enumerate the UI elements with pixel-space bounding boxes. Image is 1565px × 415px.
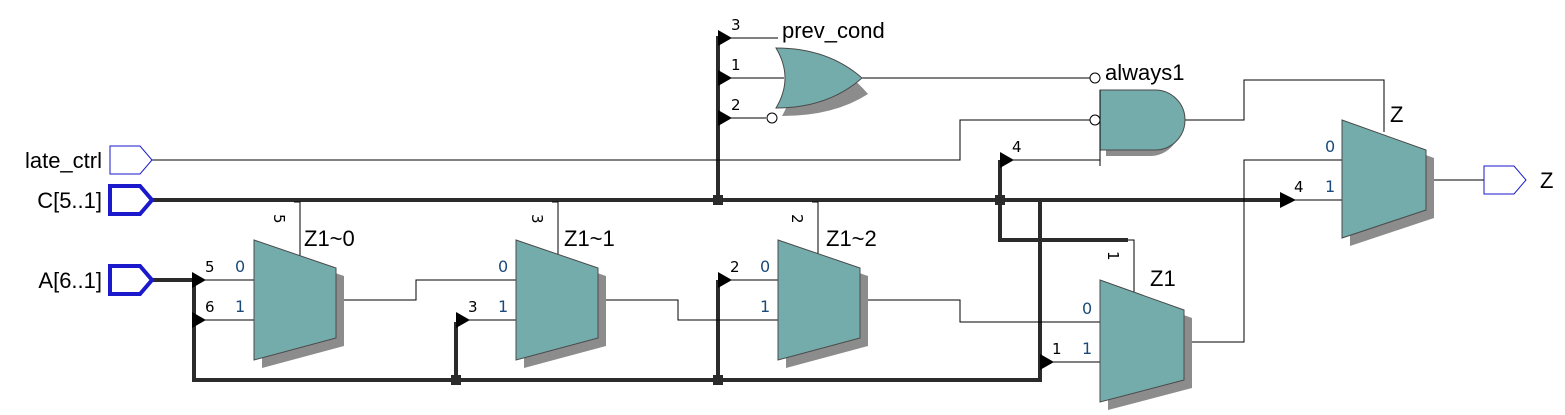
gate-label: always1 xyxy=(1105,60,1184,85)
mux-z1-1[interactable]: 0 1 Z1~1 xyxy=(498,226,615,368)
bit-label: 5 xyxy=(205,258,215,276)
port-z-out[interactable]: Z xyxy=(1483,165,1553,195)
mux-input-label: 0 xyxy=(1082,299,1092,318)
bit-label: 1 xyxy=(731,56,741,74)
gate-prev-cond[interactable]: prev_cond xyxy=(766,18,885,124)
mux-icon xyxy=(777,239,861,361)
invert-bubble-icon xyxy=(766,112,778,124)
tap-arrow xyxy=(718,272,732,288)
mux-icon xyxy=(1341,119,1427,239)
mux-icon xyxy=(515,239,599,361)
gate-label: prev_cond xyxy=(782,18,885,43)
bit-label: 1 xyxy=(1104,251,1122,261)
tap-arrow xyxy=(192,272,206,288)
output-port-icon xyxy=(1483,165,1527,195)
bit-label: 2 xyxy=(788,214,806,224)
wire-always1-out xyxy=(1185,79,1385,132)
port-label: late_ctrl xyxy=(25,148,102,173)
junction-dot xyxy=(713,195,723,205)
sel-z1-2 xyxy=(812,201,819,258)
input-bus-port-icon xyxy=(108,264,155,296)
gate-label: Z1~0 xyxy=(304,226,355,251)
tap-arrow xyxy=(718,70,732,86)
mux-input-label: 0 xyxy=(235,257,245,276)
mux-z1[interactable]: 0 1 Z1 xyxy=(1082,266,1192,410)
tap-arrow xyxy=(192,312,206,328)
invert-bubble-icon xyxy=(1089,72,1101,84)
mux-icon xyxy=(253,239,337,361)
bit-label: 3 xyxy=(528,214,546,224)
port-label: Z xyxy=(1540,168,1553,193)
mux-icon xyxy=(1099,279,1185,403)
invert-bubble-icon xyxy=(1089,114,1101,126)
bus-wires xyxy=(150,36,1285,382)
tap-arrow xyxy=(1000,152,1014,168)
bit-label: 4 xyxy=(1294,178,1304,196)
sel-z1-1 xyxy=(552,201,559,258)
bit-label: 1 xyxy=(1052,340,1062,358)
port-label: C[5..1] xyxy=(37,188,102,213)
bit-label: 6 xyxy=(205,298,215,316)
input-bus-port-icon xyxy=(108,184,155,216)
tap-arrow xyxy=(718,30,732,46)
mux-input-label: 1 xyxy=(1325,177,1335,196)
gate-label: Z1~1 xyxy=(564,226,615,251)
wire-z1-2-out xyxy=(860,299,1100,323)
tap-arrow xyxy=(1040,354,1054,370)
mux-z1-2[interactable]: 0 1 Z1~2 xyxy=(760,226,877,368)
mux-input-label: 1 xyxy=(1082,339,1092,358)
junction-dot xyxy=(713,375,723,385)
mux-z[interactable]: 0 1 Z xyxy=(1325,102,1434,246)
port-a-bus[interactable]: A[6..1] xyxy=(38,264,155,296)
c-bus-to-z1sel xyxy=(998,200,1128,242)
tap-arrow xyxy=(718,110,732,126)
junction-dot xyxy=(995,195,1005,205)
sel-z1 xyxy=(1128,239,1135,298)
wire-z1-out xyxy=(1184,159,1342,343)
bit-labels: 3 1 2 4 4 5 6 3 2 1 5 3 2 1 xyxy=(205,16,1304,358)
tap-arrow xyxy=(456,312,470,328)
port-label: A[6..1] xyxy=(38,268,102,293)
gate-label: Z xyxy=(1390,102,1403,127)
bit-label: 3 xyxy=(468,298,478,316)
a-bus-loop xyxy=(192,200,1042,382)
mux-input-label: 0 xyxy=(1325,137,1335,156)
junction-dots xyxy=(451,195,1005,385)
mux-input-label: 0 xyxy=(760,257,770,276)
junction-dot xyxy=(451,375,461,385)
wire-late-ctrl xyxy=(152,119,1090,161)
input-port-icon xyxy=(109,145,153,175)
bit-label: 2 xyxy=(730,258,740,276)
tap-arrows xyxy=(192,30,1296,370)
gate-label: Z1~2 xyxy=(826,226,877,251)
bit-label: 5 xyxy=(270,214,288,224)
mux-z1-0[interactable]: 0 1 Z1~0 xyxy=(235,226,355,368)
bit-label: 3 xyxy=(731,16,741,34)
bit-label: 2 xyxy=(731,96,741,114)
or-gate-icon xyxy=(775,47,863,109)
wire-z1-1-out xyxy=(598,299,778,321)
mux-input-label: 1 xyxy=(235,297,245,316)
port-c-bus[interactable]: C[5..1] xyxy=(37,184,155,216)
gate-always1[interactable]: always1 xyxy=(1089,60,1186,166)
mux-input-label: 0 xyxy=(498,257,508,276)
wire-z1-0-out xyxy=(338,279,516,301)
mux-input-label: 1 xyxy=(760,297,770,316)
tap-arrow xyxy=(1280,192,1296,208)
bit-label: 4 xyxy=(1012,138,1022,156)
port-late-ctrl[interactable]: late_ctrl xyxy=(25,145,153,175)
and-gate-icon xyxy=(1099,89,1186,151)
gate-label: Z1 xyxy=(1150,266,1176,291)
mux-input-label: 1 xyxy=(498,297,508,316)
sel-z1-0 xyxy=(294,201,301,258)
